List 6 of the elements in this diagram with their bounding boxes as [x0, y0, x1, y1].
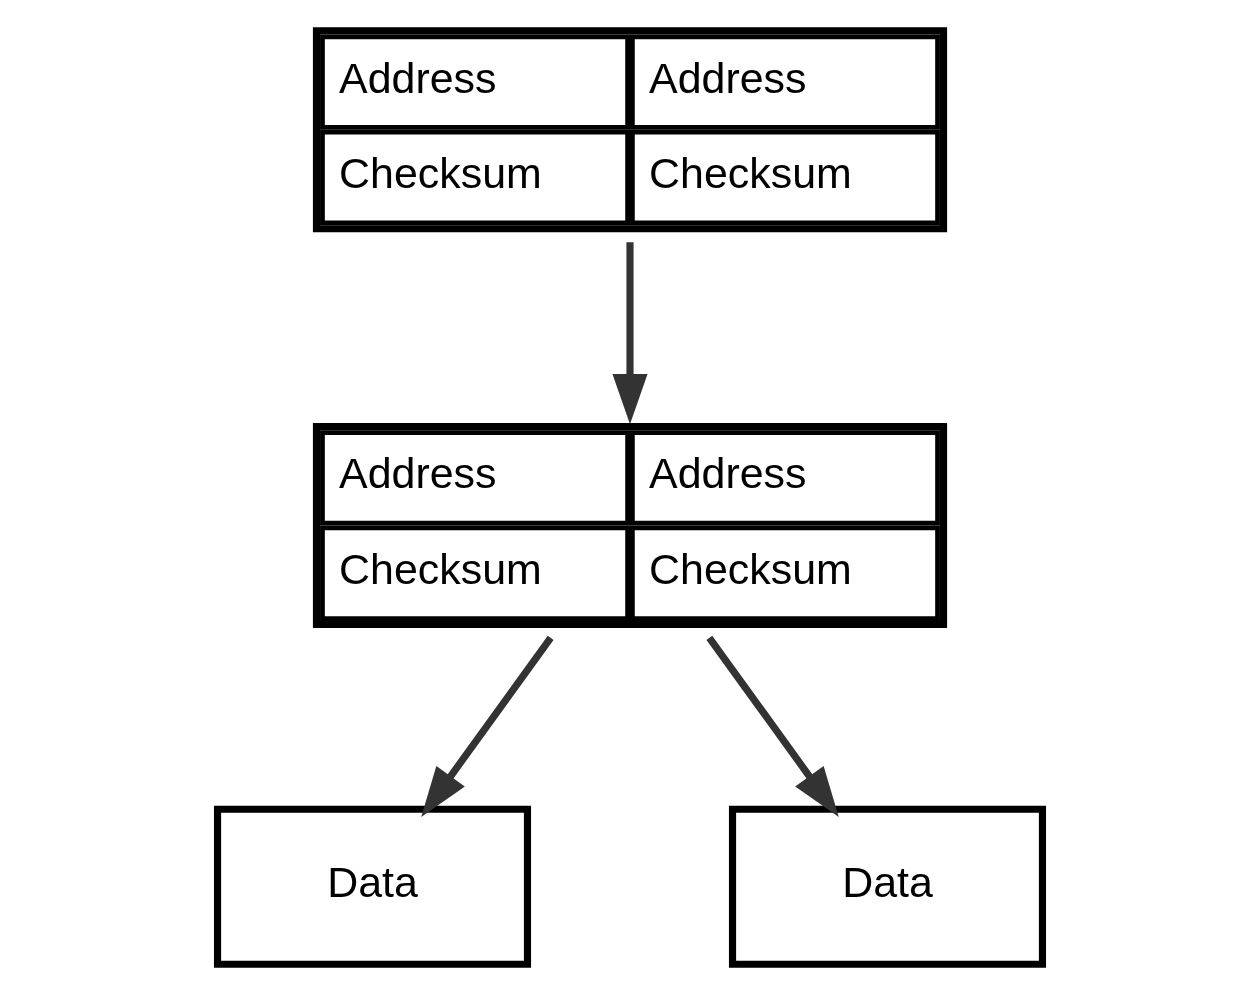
node-box: Address Address Checksum Checksum: [312, 423, 947, 629]
arrow: [705, 635, 839, 817]
node-box: Address Address Checksum Checksum: [312, 27, 947, 233]
arrow: [420, 635, 554, 817]
node-box: Data: [728, 805, 1046, 968]
node-box: Data: [213, 805, 531, 968]
